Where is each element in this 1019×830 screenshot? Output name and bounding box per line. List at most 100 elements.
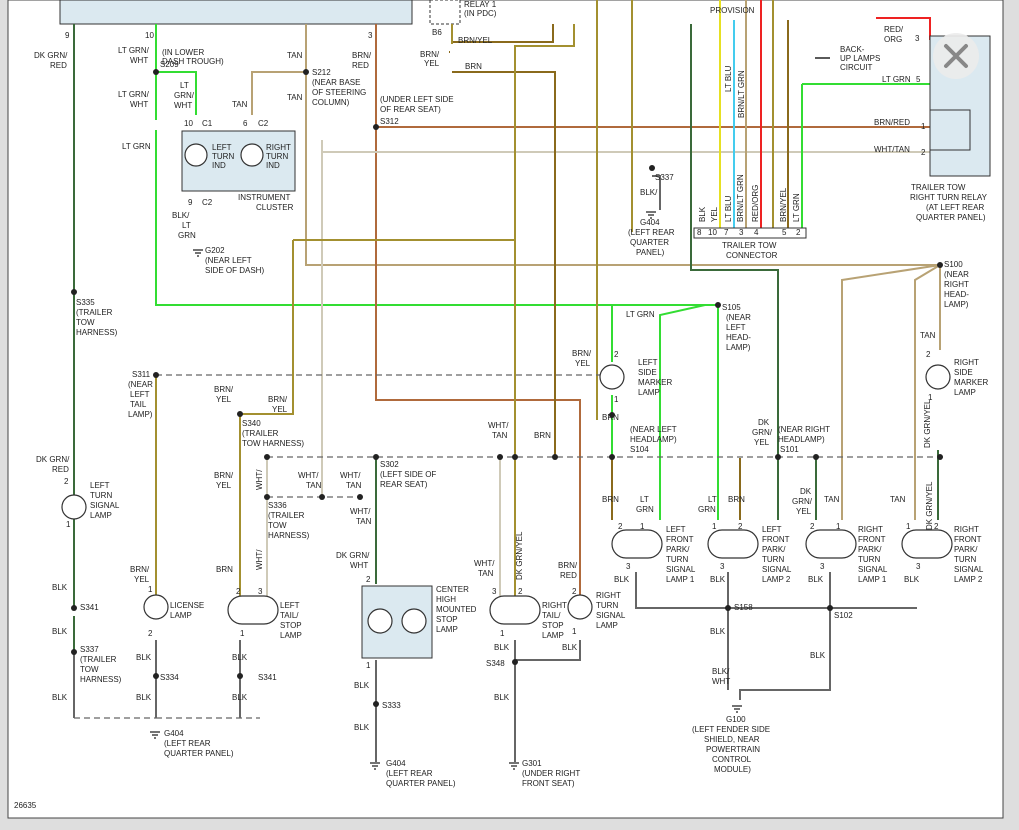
label-s105-note-4: LAMP)	[726, 343, 751, 352]
label-g301-note-1: (UNDER RIGHT	[522, 769, 580, 778]
label-lti-3: IND	[212, 161, 226, 170]
label-s102: S102	[834, 611, 853, 620]
label-dk-grn-yel-a1: DK	[758, 418, 770, 427]
label-blk-s348: BLK	[494, 693, 510, 702]
wire-brn-yel	[240, 24, 575, 596]
label-s335-note-3: HARNESS)	[76, 328, 118, 337]
label-s337-note-1: (TRAILER	[80, 655, 117, 664]
label-rts-2: TAIL/	[542, 611, 561, 620]
label-rf2-4: TURN	[954, 555, 976, 564]
wire-red-org-relay	[876, 17, 931, 40]
label-conn-pin4: 4	[754, 228, 759, 237]
label-wht-tan-rt-2: TAN	[478, 569, 494, 578]
label-chmsl-pin2: 2	[366, 575, 371, 584]
diagram-labels: RELAY 1 (IN PDC) B6 BRN/YEL BRN/ YEL BRN…	[14, 0, 988, 810]
label-s302-note-1: (LEFT SIDE OF	[380, 470, 436, 479]
label-g100-note-1: (LEFT FENDER SIDE	[692, 725, 770, 734]
label-lti-1: LEFT	[212, 143, 232, 152]
label-brn-mid: BRN	[534, 431, 551, 440]
label-blk-lt-grn-1: BLK/	[172, 211, 190, 220]
label-lsm-1: LEFT	[638, 358, 658, 367]
label-brn-yel-tail-1: BRN/	[214, 471, 234, 480]
label-rtsig-3: SIGNAL	[596, 611, 626, 620]
label-dk-grn-yel-a2: GRN/	[752, 428, 773, 437]
label-relay-4: QUARTER PANEL)	[916, 213, 986, 222]
label-lts-tail-pin3: 3	[258, 587, 263, 596]
figure-number: 26635	[14, 801, 37, 810]
label-rtsig-2: TURN	[596, 601, 618, 610]
close-button[interactable]	[933, 33, 979, 79]
label-connector-2: CONNECTOR	[726, 251, 778, 260]
label-lts-1: LEFT	[90, 481, 110, 490]
label-rf2-pin2: 2	[934, 522, 939, 531]
label-lts-tail-4: LAMP	[280, 631, 302, 640]
label-g404-top-note-3: PANEL)	[636, 248, 665, 257]
label-rts-4: LAMP	[542, 631, 564, 640]
label-conn-brn-yel: BRN/YEL	[779, 187, 788, 222]
label-lt-grn-lf2-1: LT	[708, 495, 717, 504]
label-lts-pin1: 1	[66, 520, 71, 529]
wire-wht-tan	[321, 140, 930, 497]
label-rf1-4: TURN	[858, 555, 880, 564]
label-tan-2: TAN	[287, 93, 303, 102]
label-lf2-3: PARK/	[762, 545, 786, 554]
label-chmsl-1: CENTER	[436, 585, 469, 594]
label-tan-3: TAN	[232, 100, 248, 109]
label-brn-yel-s340-4: YEL	[272, 405, 288, 414]
label-blk-tail: BLK	[232, 653, 248, 662]
label-s105-note-1: (NEAR	[726, 313, 751, 322]
label-s101-note-1: (NEAR RIGHT	[778, 425, 830, 434]
label-lt-grn-wht3-1: LT	[180, 81, 189, 90]
label-lts-4: LAMP	[90, 511, 112, 520]
label-b6: B6	[432, 28, 442, 37]
label-rti-3: IND	[266, 161, 280, 170]
label-lf2-6: LAMP 2	[762, 575, 791, 584]
label-lf1-pin3: 3	[626, 562, 631, 571]
label-chmsl-pin1: 1	[366, 661, 371, 670]
label-s212: S212	[312, 68, 331, 77]
label-blk-rf1: BLK	[808, 575, 824, 584]
label-g202-note-2: SIDE OF DASH)	[205, 266, 264, 275]
label-rtsig-pin2: 2	[572, 587, 577, 596]
label-conn-lt-grn: LT GRN	[792, 193, 801, 222]
label-lf2-5: SIGNAL	[762, 565, 792, 574]
relay-coil-box	[929, 109, 971, 151]
vertical-wire-labels: BLK YEL LT BLU BRN/LT GRN RED/ORG BRN/YE…	[255, 65, 934, 580]
label-lts-tail-3: STOP	[280, 621, 302, 630]
label-lsm-pin1: 1	[614, 395, 619, 404]
label-conn-brn-lt-grn: BRN/LT GRN	[736, 174, 745, 222]
label-rtsig-1: RIGHT	[596, 591, 621, 600]
cluster-bulbs	[184, 143, 264, 167]
label-rf1-pin1: 1	[836, 522, 841, 531]
label-lt-grn-lf2-2: GRN	[698, 505, 716, 514]
label-brn-tail: BRN	[216, 565, 233, 574]
label-s212-note-3: COLUMN)	[312, 98, 350, 107]
label-conn-pin3: 3	[739, 228, 744, 237]
label-s105: S105	[722, 303, 741, 312]
label-s336: S336	[268, 501, 287, 510]
label-rsm-1: RIGHT	[954, 358, 979, 367]
label-brn-yel-s340-1: BRN/	[214, 385, 234, 394]
label-lf1-pin2: 2	[618, 522, 623, 531]
label-dk-grn-wht-1: DK GRN/	[336, 551, 370, 560]
label-lts-tail-1: LEFT	[280, 601, 300, 610]
label-blk-lt: BLK	[52, 583, 68, 592]
label-lf2-4: TURN	[762, 555, 784, 564]
label-lts-tail-2: TAIL/	[280, 611, 299, 620]
label-g404b-note-1: (LEFT REAR	[386, 769, 433, 778]
label-rsm-4: LAMP	[954, 388, 976, 397]
label-lt-grn-lf1-1: LT	[640, 495, 649, 504]
label-brn-yel-top: BRN/YEL	[458, 36, 493, 45]
label-blk-lic-2: BLK	[136, 693, 152, 702]
label-dk-grn-red-lt-2: RED	[52, 465, 69, 474]
label-s209-note-1: (IN LOWER	[162, 48, 204, 57]
label-c1: C1	[202, 119, 213, 128]
label-g404a-note-2: QUARTER PANEL)	[164, 749, 234, 758]
label-blk-slash: BLK/	[640, 188, 658, 197]
label-dk-grn-yel-a3: YEL	[754, 438, 770, 447]
label-relay-1: TRAILER TOW	[911, 183, 966, 192]
label-g404a-note-1: (LEFT REAR	[164, 739, 211, 748]
label-s348: S348	[486, 659, 505, 668]
label-lts-3: SIGNAL	[90, 501, 120, 510]
label-brn-red-rt-1: BRN/	[558, 561, 578, 570]
